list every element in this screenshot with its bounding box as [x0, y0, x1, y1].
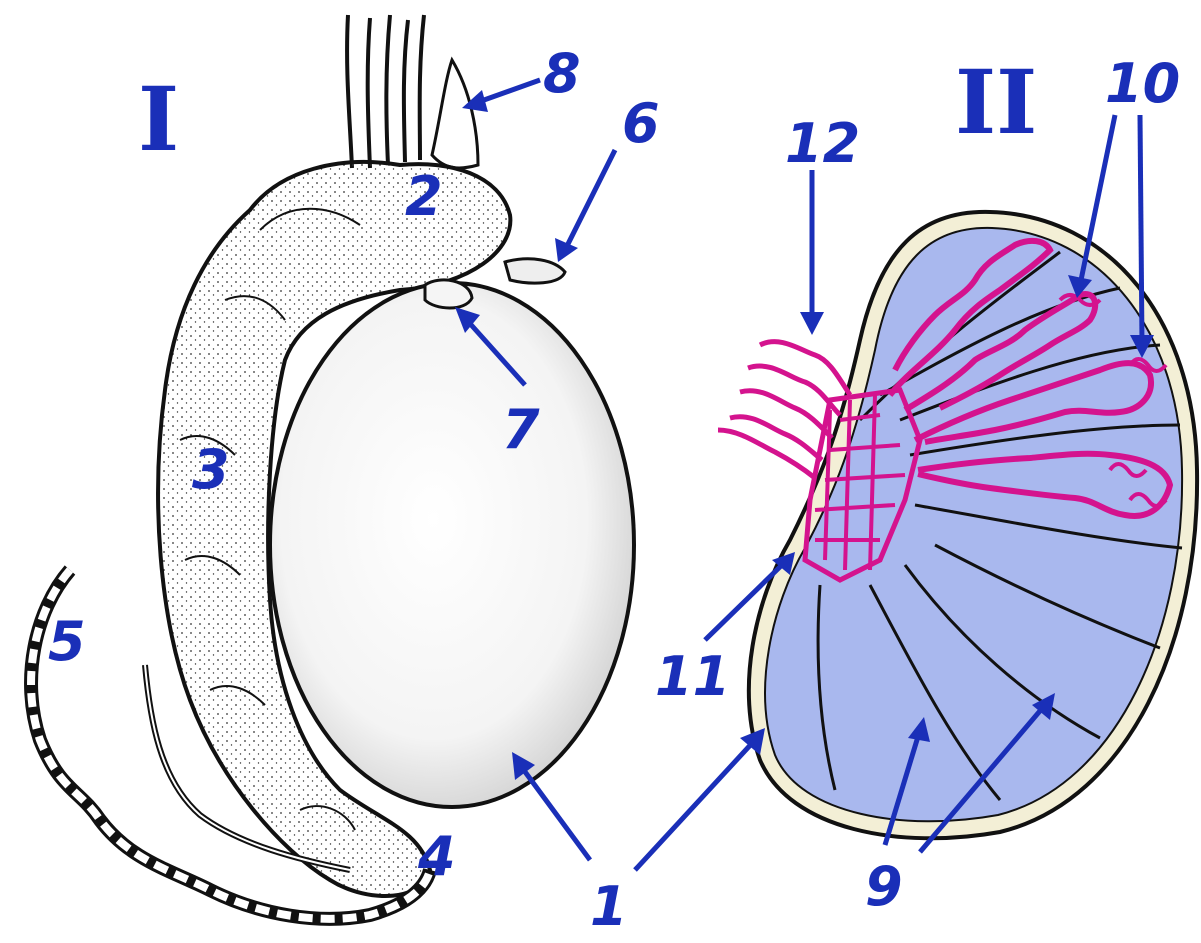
label-3: 3 [192, 438, 230, 501]
label-1: 1 [590, 875, 628, 938]
panel-numeral-ii: II [955, 50, 1037, 154]
panel-external-view [31, 15, 634, 919]
label-5: 5 [48, 610, 86, 673]
label-12: 12 [785, 112, 860, 175]
label-9: 9 [865, 855, 903, 918]
label-4: 4 [417, 825, 456, 888]
label-7: 7 [502, 398, 540, 461]
label-8: 8 [543, 42, 581, 105]
label-10: 10 [1105, 52, 1180, 115]
label-2: 2 [405, 165, 443, 228]
panel-section-view [718, 212, 1197, 838]
panel-numeral-i: I [138, 67, 179, 171]
testis [270, 283, 634, 807]
label-11: 11 [655, 645, 730, 708]
appendix-epididymis [505, 259, 565, 283]
spermatic-cord [347, 15, 478, 168]
label-6: 6 [622, 92, 660, 155]
